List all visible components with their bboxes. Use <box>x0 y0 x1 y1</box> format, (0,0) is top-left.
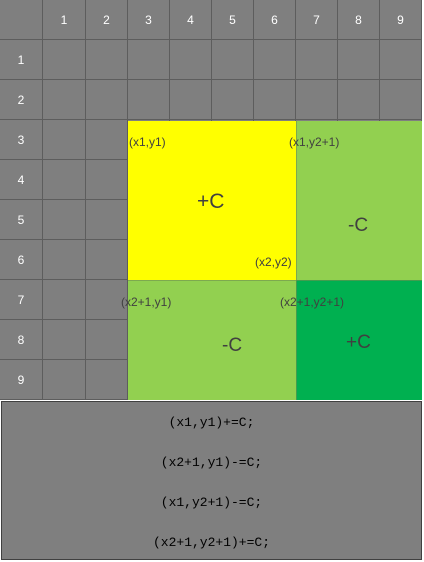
code-line: (x1,y2+1)-=C; <box>160 495 263 510</box>
grid-cell <box>254 40 296 80</box>
region-minus-top-right <box>296 121 422 280</box>
row-header: 1 <box>0 40 43 80</box>
sign-plus-top-left: +C <box>197 190 225 213</box>
grid-cell <box>43 280 86 320</box>
sign-minus-bottom-left: -C <box>222 335 243 356</box>
coord-label-x2plus1-y1: (x2+1,y1) <box>121 295 172 309</box>
column-header: 2 <box>86 0 128 40</box>
grid-cell <box>212 40 254 80</box>
column-header: 4 <box>170 0 212 40</box>
region-minus-bottom-left <box>128 280 296 400</box>
grid-cell <box>380 80 422 120</box>
row-header: 2 <box>0 80 43 120</box>
grid-cell <box>338 40 380 80</box>
grid-cell <box>128 80 170 120</box>
coord-label-x2-y2: (x2,y2) <box>255 255 292 269</box>
row-header: 9 <box>0 360 43 400</box>
grid-cell <box>296 40 338 80</box>
code-line: (x2+1,y2+1)+=C; <box>152 535 271 550</box>
row-header: 5 <box>0 200 43 240</box>
grid-cell <box>338 80 380 120</box>
grid-cell <box>380 40 422 80</box>
grid-cell <box>43 120 86 160</box>
grid-cell <box>212 80 254 120</box>
grid-cell <box>43 320 86 360</box>
coord-label-x1-y1: (x1,y1) <box>129 135 166 149</box>
row-header: 3 <box>0 120 43 160</box>
region-plus-top-left <box>128 121 296 280</box>
grid-cell <box>86 40 128 80</box>
column-header: 8 <box>338 0 380 40</box>
region-plus-bottom-right <box>296 280 422 400</box>
grid-cell <box>43 40 86 80</box>
grid-cell <box>43 200 86 240</box>
grid-cell <box>128 40 170 80</box>
grid-cell <box>296 80 338 120</box>
column-header: 9 <box>380 0 422 40</box>
corner-cell <box>0 0 43 40</box>
region-divider-vertical <box>296 121 297 400</box>
grid-cell <box>43 80 86 120</box>
grid-cell <box>86 200 128 240</box>
grid-cell <box>86 280 128 320</box>
grid-cell <box>170 40 212 80</box>
sign-minus-top-right: -C <box>348 215 369 236</box>
row-header: 8 <box>0 320 43 360</box>
grid-cell <box>86 320 128 360</box>
column-header: 1 <box>43 0 86 40</box>
grid-cell <box>254 80 296 120</box>
column-header: 6 <box>254 0 296 40</box>
column-header: 3 <box>128 0 170 40</box>
sign-plus-bottom-right: +C <box>346 332 371 353</box>
grid-cell <box>86 360 128 400</box>
grid-cell <box>43 240 86 280</box>
coord-label-x2plus1-y2plus1: (x2+1,y2+1) <box>280 295 345 309</box>
row-header: 7 <box>0 280 43 320</box>
grid-cell <box>43 160 86 200</box>
column-header: 5 <box>212 0 254 40</box>
code-line: (x2+1,y1)-=C; <box>160 455 263 470</box>
code-line: (x1,y1)+=C; <box>168 415 255 430</box>
grid-cell <box>86 120 128 160</box>
grid: 1 2 3 4 5 6 7 8 9 1 2 3 4 5 6 7 8 9 (x1,… <box>0 0 422 400</box>
code-panel: (x1,y1)+=C; (x2+1,y1)-=C; (x1,y2+1)-=C; … <box>1 401 422 560</box>
grid-cell <box>43 360 86 400</box>
grid-cell <box>86 240 128 280</box>
grid-cell <box>170 80 212 120</box>
row-header: 6 <box>0 240 43 280</box>
region-divider-horizontal <box>128 280 422 281</box>
coord-label-x1-y2plus1: (x1,y2+1) <box>289 135 340 149</box>
grid-cell <box>86 80 128 120</box>
row-header: 4 <box>0 160 43 200</box>
column-header: 7 <box>296 0 338 40</box>
grid-cell <box>86 160 128 200</box>
